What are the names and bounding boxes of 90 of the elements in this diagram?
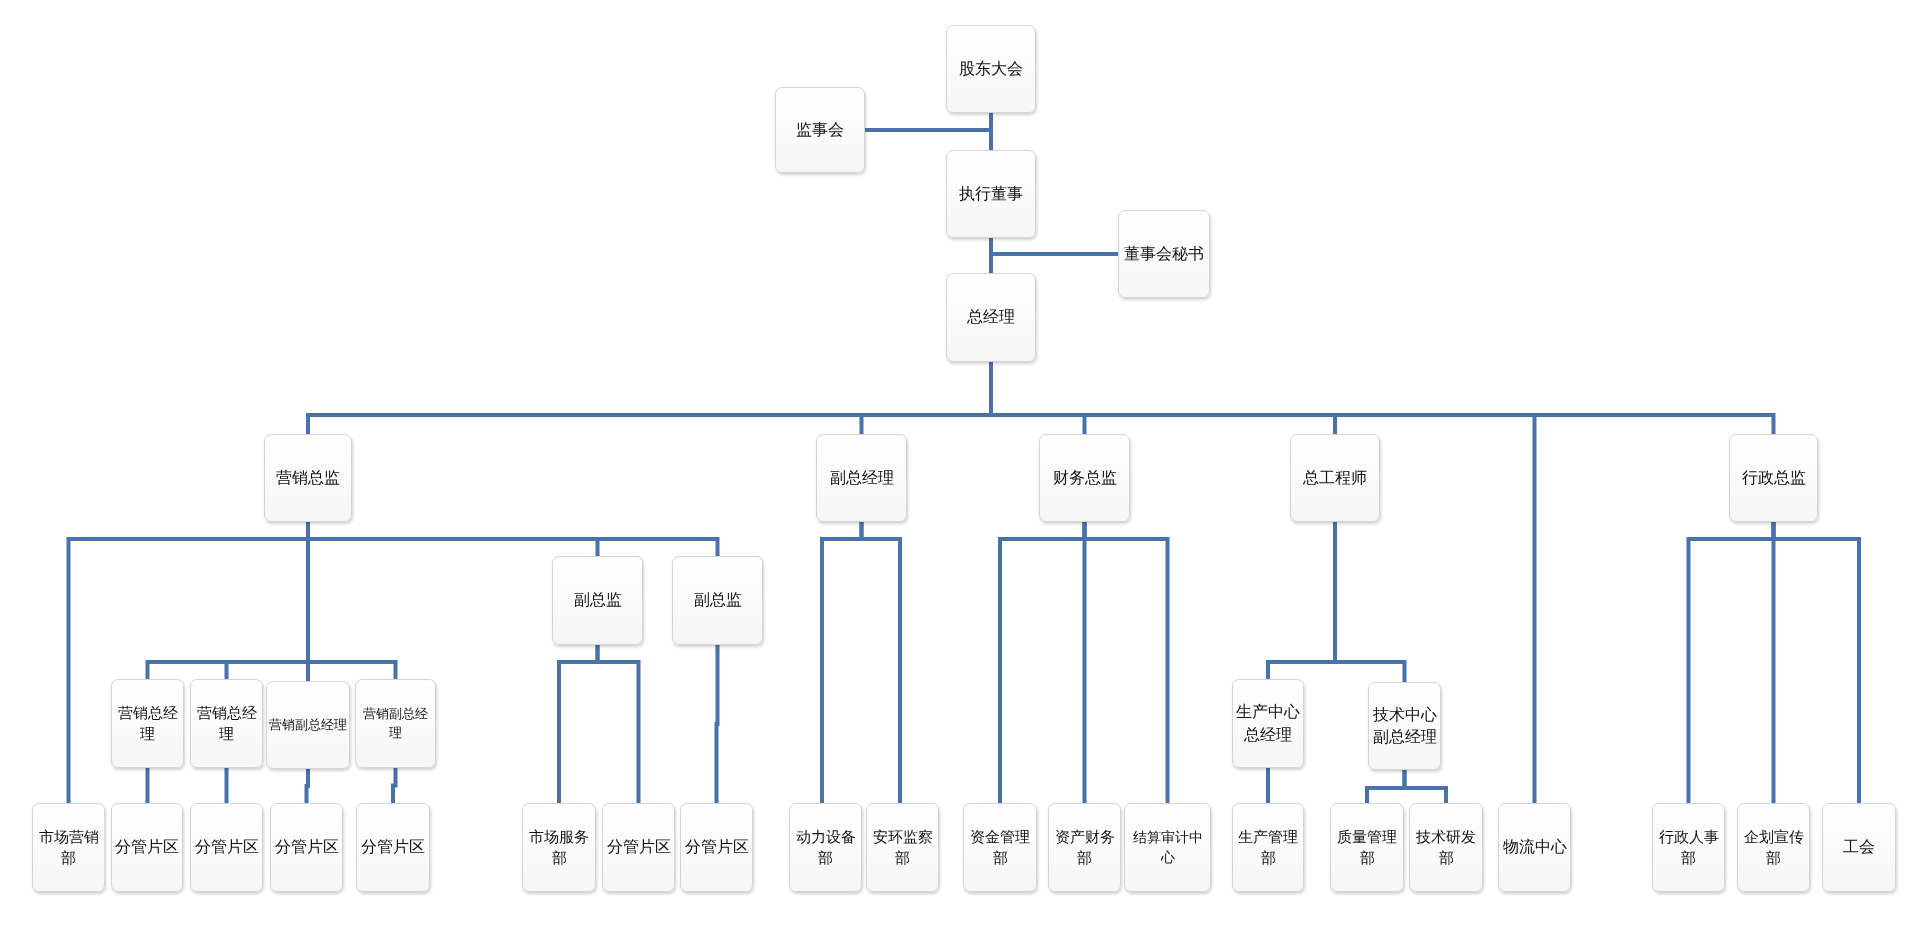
org-box bbox=[1729, 434, 1818, 522]
org-label: 总经理 bbox=[967, 306, 1015, 329]
connector-line bbox=[1402, 770, 1448, 803]
org-label: 执行董事 bbox=[959, 182, 1023, 205]
org-label: 工会 bbox=[1843, 836, 1875, 859]
org-label: 分管片区 bbox=[684, 836, 749, 859]
org-box bbox=[190, 803, 263, 892]
org-label: 营销总经理 bbox=[116, 702, 179, 745]
org-label: 安环监察部 bbox=[871, 826, 934, 869]
org-label: 市场营销部 bbox=[37, 826, 100, 869]
org-box bbox=[963, 803, 1037, 892]
org-box bbox=[1039, 434, 1130, 522]
connector-line bbox=[306, 522, 398, 679]
org-box bbox=[552, 556, 643, 645]
org-label: 副总监 bbox=[573, 589, 622, 612]
connector-line bbox=[304, 769, 310, 803]
org-label: 资产财务部 bbox=[1053, 826, 1116, 869]
org-box bbox=[1118, 210, 1210, 298]
org-label: 分管片区 bbox=[274, 836, 339, 859]
org-label: 营销总经理 bbox=[195, 702, 258, 745]
connector-line bbox=[859, 522, 902, 803]
org-box bbox=[946, 25, 1036, 113]
org-label: 营销副总经理 bbox=[269, 715, 347, 734]
org-box bbox=[672, 556, 763, 645]
org-box bbox=[190, 679, 263, 768]
org-box bbox=[1498, 803, 1571, 892]
org-box bbox=[1822, 803, 1896, 892]
org-label: 生产管理部 bbox=[1237, 826, 1299, 869]
org-box bbox=[355, 679, 436, 768]
org-label: 质量管理部 bbox=[1336, 826, 1398, 869]
org-label: 物流中心 bbox=[1502, 836, 1567, 859]
org-label: 副总监 bbox=[693, 589, 742, 612]
org-label: 董事会秘书 bbox=[1124, 242, 1204, 265]
org-box bbox=[946, 273, 1036, 362]
org-label: 市场服务部 bbox=[528, 826, 590, 869]
org-label: 分管片区 bbox=[115, 836, 179, 859]
org-label: 结算审计中心 bbox=[1131, 827, 1204, 867]
org-label: 营销总监 bbox=[276, 466, 340, 489]
org-label: 股东大会 bbox=[959, 57, 1023, 80]
org-box bbox=[111, 803, 183, 892]
org-box bbox=[522, 803, 596, 892]
connector-line bbox=[224, 768, 229, 803]
org-label: 分管片区 bbox=[194, 836, 259, 859]
org-label: 企划宣传部 bbox=[1742, 826, 1805, 869]
connector-line bbox=[1771, 522, 1861, 803]
org-box bbox=[111, 679, 184, 768]
org-label: 动力设备部 bbox=[794, 826, 857, 869]
org-box bbox=[680, 803, 753, 892]
org-box bbox=[946, 150, 1036, 238]
org-box bbox=[1330, 803, 1404, 892]
org-label: 技术研发部 bbox=[1415, 826, 1477, 869]
org-box bbox=[1048, 803, 1121, 892]
org-box bbox=[32, 803, 105, 892]
org-label: 行政人事部 bbox=[1657, 826, 1720, 869]
org-label: 分管片区 bbox=[361, 836, 425, 859]
connector-line bbox=[391, 768, 398, 803]
org-box bbox=[264, 434, 352, 522]
org-label: 财务总监 bbox=[1052, 466, 1117, 489]
org-box bbox=[1290, 434, 1380, 522]
org-box bbox=[775, 87, 865, 173]
org-box bbox=[266, 681, 350, 769]
org-label: 行政总监 bbox=[1741, 466, 1806, 489]
org-label: 总工程师 bbox=[1303, 466, 1367, 489]
org-box bbox=[1652, 803, 1725, 892]
org-label: 生产中心总经理 bbox=[1235, 701, 1301, 746]
connector-line bbox=[595, 645, 641, 803]
connector-line bbox=[1333, 522, 1407, 682]
org-label: 资金管理部 bbox=[969, 826, 1031, 869]
org-box bbox=[270, 803, 343, 892]
org-box bbox=[789, 803, 862, 892]
org-box bbox=[602, 803, 675, 892]
connector-line bbox=[714, 645, 720, 803]
connector-line bbox=[1082, 522, 1170, 803]
org-box bbox=[1368, 682, 1441, 770]
org-label: 副总经理 bbox=[829, 466, 894, 489]
connector-line bbox=[1266, 768, 1270, 803]
org-label: 技术中心副总经理 bbox=[1371, 703, 1438, 748]
org-label: 营销副总经理 bbox=[362, 705, 429, 742]
connector-line bbox=[989, 113, 993, 150]
org-box bbox=[816, 434, 907, 522]
org-box bbox=[1737, 803, 1810, 892]
org-label: 监事会 bbox=[796, 118, 844, 141]
org-box bbox=[1124, 803, 1211, 892]
org-label: 分管片区 bbox=[606, 836, 671, 859]
connector-line bbox=[145, 768, 150, 803]
org-box bbox=[866, 803, 939, 892]
org-box bbox=[356, 803, 430, 892]
org-box bbox=[1232, 803, 1304, 892]
org-box bbox=[1232, 679, 1304, 768]
org-box bbox=[1409, 803, 1483, 892]
